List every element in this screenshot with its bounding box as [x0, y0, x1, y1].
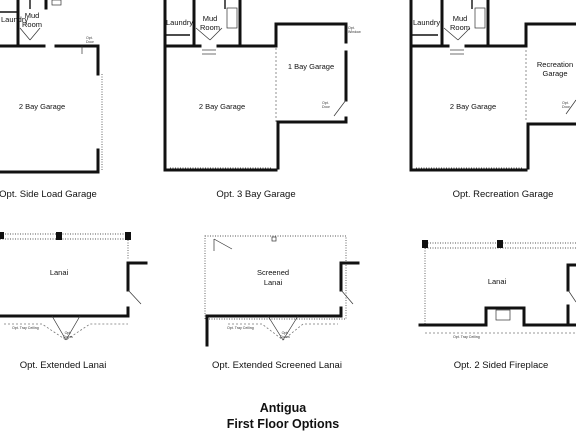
opt-door-swing [333, 99, 347, 117]
cabinet [51, 0, 62, 6]
door-swing [340, 289, 354, 305]
garage-wall-top [54, 44, 100, 54]
garage-wall-top [464, 22, 576, 48]
opt-doors-note: Doors [280, 335, 290, 339]
fireplace-caption: Opt. 2 Sided Fireplace [454, 360, 549, 371]
lanai-wall-bottom [0, 306, 130, 318]
mud-room-label: Room [200, 23, 220, 32]
laundry-label: Laundry [1, 15, 28, 24]
tray-ceiling-note: Opt. Tray Ceiling [12, 326, 39, 330]
opt-door-note: Door [562, 105, 571, 109]
lanai-wall-right [339, 261, 360, 292]
third-bay-wall-bottom [276, 116, 348, 170]
mud-room-label: Room [450, 23, 470, 32]
laundry-label: Laundry [166, 18, 193, 27]
opt-window-note: Opt. [348, 26, 355, 30]
three-bay-garage-plan: Laundry Mud Room Opt. Window Opt. Door 2… [163, 0, 361, 172]
garage-label: 2 Bay Garage [450, 102, 496, 111]
extended-lanai-caption: Opt. Extended Lanai [20, 360, 107, 371]
plan-title: Antigua [260, 401, 308, 415]
screened-lanai-caption: Opt. Extended Screened Lanai [212, 360, 342, 371]
lanai-label: Lanai [50, 268, 69, 277]
lanai-wall-bottom [205, 306, 343, 347]
opt-window-note: Window [348, 30, 361, 34]
tray-ceiling-note: Opt. Tray Ceiling [453, 335, 480, 339]
recreation-label: Recreation [537, 60, 573, 69]
screened-lanai-plan: Screened Lanai Opt. Tray Ceiling Opt. Do… [204, 235, 360, 347]
mud-room-label: Room [22, 20, 42, 29]
opt-door-swing [565, 99, 576, 115]
extended-lanai-plan: Lanai Opt. Tray Ceiling Opt. Doors [0, 232, 148, 341]
laundry-label: Laundry [413, 18, 440, 27]
garage-label: 2 Bay Garage [199, 102, 245, 111]
lanai-wall-right [126, 261, 148, 292]
door-swing [29, 27, 41, 41]
tray-ceiling-note: Opt. Tray Ceiling [227, 326, 254, 330]
column [422, 240, 428, 248]
side-load-garage-plan: Laundry Mud Room Opt. Door 2 Bay Garage [0, 0, 103, 174]
fireplace-plan: Lanai Opt. Tray Ceiling [418, 240, 576, 339]
garage-wall-bottom [409, 44, 528, 172]
door-swing [127, 289, 142, 305]
screened-lanai-label: Screened [257, 268, 289, 277]
tray-ceiling-outline [4, 323, 128, 341]
mud-room-label: Mud [25, 11, 40, 20]
cabinet [226, 7, 238, 29]
recreation-label: Garage [542, 69, 567, 78]
recreation-garage-caption: Opt. Recreation Garage [453, 189, 554, 200]
recreation-wall-bottom [526, 122, 576, 170]
column [0, 232, 4, 239]
door-swing [195, 27, 211, 41]
door-swing [457, 27, 471, 41]
screened-lanai-label: Lanai [264, 278, 283, 287]
door-swing [209, 27, 223, 41]
door-swing [567, 289, 576, 303]
side-load-garage-caption: Opt. Side Load Garage [0, 189, 97, 200]
opt-doors-note: Opt. [282, 331, 289, 335]
opt-door-note: Door [322, 105, 331, 109]
mud-room-label: Mud [203, 14, 218, 23]
opt-door-note: Door [86, 40, 95, 44]
three-bay-garage-caption: Opt. 3 Bay Garage [216, 189, 295, 200]
recreation-garage-plan: Laundry Mud Room Opt. Door 2 Bay Garage … [409, 0, 576, 172]
opt-door-note: Opt. [86, 36, 93, 40]
cabinet [474, 7, 486, 29]
door-swing [19, 27, 31, 41]
door-swing [282, 315, 299, 341]
column [271, 236, 277, 242]
garage-wall-bottom [163, 44, 278, 172]
door-swing [443, 27, 459, 41]
column [497, 240, 503, 248]
fireplace-firebox [495, 309, 511, 321]
opt-doors-note: Opt. [65, 331, 72, 335]
door-swing [51, 315, 67, 341]
opt-door-note: Opt. [562, 101, 569, 105]
lanai-wall-right [566, 263, 576, 292]
opt-door-note: Opt. [322, 101, 329, 105]
garage-wall-bottom [0, 148, 100, 174]
opt-doors-note: Doors [63, 335, 73, 339]
garage-wall-top [216, 22, 348, 48]
fireplace-wall [418, 306, 576, 327]
plan-subtitle: First Floor Options [227, 417, 340, 431]
column [56, 232, 62, 240]
garage-label: 2 Bay Garage [19, 102, 65, 111]
mud-room-label: Mud [453, 14, 468, 23]
screen-enclosure [204, 235, 347, 320]
lanai-label: Lanai [488, 277, 507, 286]
door-swing [267, 315, 284, 341]
door-swing [65, 315, 81, 341]
third-bay-label: 1 Bay Garage [288, 62, 334, 71]
screen-door-swing [213, 238, 233, 250]
column [125, 232, 131, 240]
